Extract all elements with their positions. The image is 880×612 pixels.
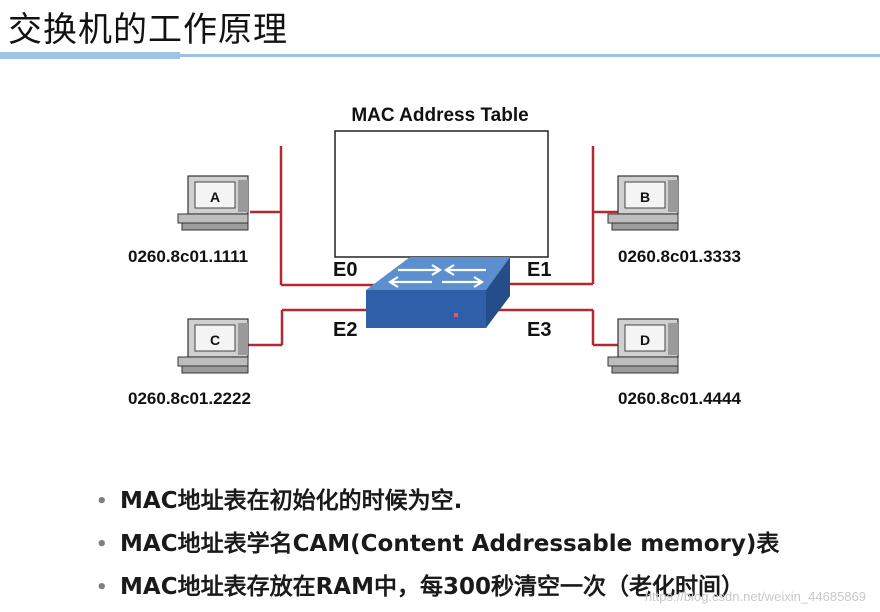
network-links	[246, 146, 622, 347]
bullet-dot-icon: •	[96, 577, 108, 598]
port-e3: E3	[527, 319, 551, 341]
bullet-item: • MAC地址表在初始化的时候为空.	[96, 480, 779, 523]
bullet-text: MAC地址表存放在RAM中，每300秒清空一次（老化时间）	[120, 574, 744, 600]
page-title: 交换机的工作原理	[8, 10, 288, 50]
port-e2: E2	[333, 319, 357, 341]
host-c-label: C	[210, 332, 220, 348]
bullet-item: • MAC地址表学名CAM(Content Addressable memory)…	[96, 523, 779, 566]
bullet-list: • MAC地址表在初始化的时候为空. • MAC地址表学名CAM(Content A…	[96, 480, 779, 609]
port-e1: E1	[527, 259, 551, 281]
computer-icon-d: D	[607, 318, 679, 374]
mac-d: 0260.8c01.4444	[618, 389, 741, 408]
bullet-item: • MAC地址表存放在RAM中，每300秒清空一次（老化时间）	[96, 566, 779, 609]
mac-b: 0260.8c01.3333	[618, 247, 741, 266]
computer-icon-c: C	[177, 318, 249, 374]
host-a-label: A	[210, 189, 220, 205]
bullet-text: MAC地址表学名CAM(Content Addressable memory)表	[120, 531, 780, 557]
watermark: https://blog.csdn.net/weixin_44685869	[644, 589, 866, 604]
bullet-dot-icon: •	[96, 491, 108, 512]
mac-table-title: MAC Address Table	[351, 105, 528, 126]
switch-icon	[366, 257, 510, 328]
title-underline	[0, 54, 880, 57]
mac-c: 0260.8c01.2222	[128, 389, 251, 408]
bullet-text: MAC地址表在初始化的时候为空.	[120, 488, 463, 514]
host-d-label: D	[640, 332, 650, 348]
host-b-label: B	[640, 189, 650, 205]
bullet-dot-icon: •	[96, 534, 108, 555]
mac-a: 0260.8c01.1111	[128, 247, 248, 266]
port-e0: E0	[333, 259, 357, 281]
computer-icon-a: A	[177, 175, 249, 231]
mac-address-table	[334, 130, 549, 258]
switch-diagram: MAC Address Table	[128, 105, 741, 408]
computer-icon-b: B	[607, 175, 679, 231]
